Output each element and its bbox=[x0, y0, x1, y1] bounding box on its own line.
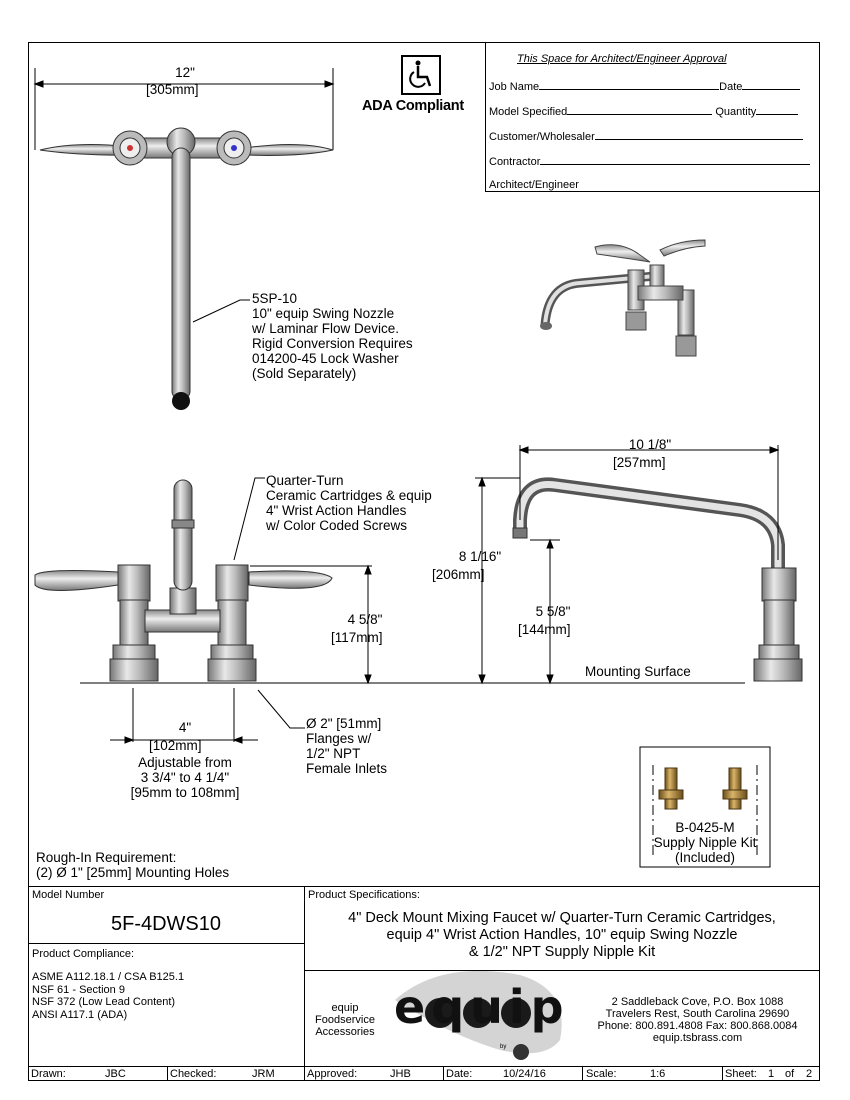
spout-height-inch: 5 5/8" bbox=[535, 604, 571, 619]
front-view-faucet bbox=[34, 479, 333, 682]
title-block-rule bbox=[28, 1066, 820, 1067]
iso-view-faucet bbox=[540, 239, 706, 357]
tb-div-4 bbox=[722, 1066, 723, 1081]
model-number-value: 5F-4DWS10 bbox=[110, 913, 222, 935]
tb-div-2 bbox=[443, 1066, 444, 1081]
info-col-divider bbox=[304, 886, 305, 1081]
drawing-frame bbox=[28, 42, 820, 1081]
sheet-label: Sheet: bbox=[725, 1068, 757, 1080]
compliance-label: Product Compliance: bbox=[32, 948, 135, 960]
side-view-faucet bbox=[512, 477, 803, 682]
total-height-inch: 8 1/16" bbox=[458, 549, 502, 564]
nozzle-leader bbox=[192, 299, 250, 323]
approval-field-architect[interactable]: Architect/Engineer bbox=[489, 179, 579, 191]
rough-in-note: Rough-In Requirement:(2) Ø 1" [25mm] Mou… bbox=[36, 850, 230, 880]
approval-field-model[interactable]: Model Specified Quantity bbox=[489, 104, 799, 118]
quantity-label: Quantity bbox=[715, 106, 757, 118]
top-view-dimension bbox=[33, 68, 335, 150]
checked-label: Checked: bbox=[170, 1068, 217, 1080]
approval-field-job[interactable]: Job Name Date bbox=[489, 79, 801, 93]
date-label: Date bbox=[719, 81, 743, 93]
customer-label: Customer/Wholesaler bbox=[489, 131, 595, 143]
date-value: 10/24/16 bbox=[503, 1068, 546, 1080]
approved-label: Approved: bbox=[307, 1068, 358, 1080]
drawn-value: JBC bbox=[105, 1068, 126, 1080]
tb-div-1 bbox=[167, 1066, 168, 1081]
top-width-mm: [305mm] bbox=[146, 82, 199, 97]
sheet-total: 2 bbox=[806, 1068, 813, 1080]
architect-label: Architect/Engineer bbox=[489, 179, 579, 191]
total-height-mm: [206mm] bbox=[432, 567, 485, 582]
nipple-kit-box bbox=[639, 746, 771, 868]
side-view-dimensions bbox=[475, 445, 780, 685]
drawn-label: Drawn: bbox=[31, 1068, 66, 1080]
scale-value: 1:6 bbox=[650, 1068, 666, 1080]
reach-mm: [257mm] bbox=[613, 455, 666, 470]
approval-field-contractor[interactable]: Contractor bbox=[489, 154, 811, 168]
approval-field-customer[interactable]: Customer/Wholesaler bbox=[489, 129, 803, 143]
model-rule bbox=[28, 943, 304, 944]
job-name-label: Job Name bbox=[489, 81, 540, 93]
front-height-mm: [117mm] bbox=[331, 630, 383, 645]
mounting-surface-label: Mounting Surface bbox=[585, 664, 691, 679]
reach-inch: 10 1/8" bbox=[628, 437, 672, 452]
sheet-value: 1 bbox=[768, 1068, 775, 1080]
front-view-dimensions bbox=[80, 477, 480, 744]
contractor-label: Contractor bbox=[489, 156, 541, 168]
spout-height-mm: [144mm] bbox=[518, 622, 571, 637]
model-number-label: Model Number bbox=[32, 889, 105, 901]
top-view-faucet bbox=[39, 127, 334, 410]
approved-value: JHB bbox=[390, 1068, 411, 1080]
tb-div-3 bbox=[582, 1066, 583, 1081]
info-top-rule bbox=[28, 886, 820, 887]
centers-inch: 4" bbox=[178, 720, 192, 735]
date-label-footer: Date: bbox=[446, 1068, 473, 1080]
equip-logo-text: equip bbox=[394, 980, 570, 1034]
specs-label: Product Specifications: bbox=[308, 889, 420, 901]
checked-value: JRM bbox=[252, 1068, 275, 1080]
specs-rule bbox=[304, 970, 820, 971]
specs-text: 4" Deck Mount Mixing Faucet w/ Quarter-T… bbox=[348, 910, 776, 960]
front-height-inch: 4 5/8" bbox=[347, 612, 383, 627]
approval-box bbox=[485, 42, 820, 192]
top-width-inch: 12" bbox=[175, 65, 195, 80]
scale-label: Scale: bbox=[586, 1068, 617, 1080]
approval-title: This Space for Architect/Engineer Approv… bbox=[517, 53, 727, 65]
ada-label: ADA Compliant bbox=[362, 98, 464, 114]
equip-logo bbox=[395, 970, 562, 1060]
wheelchair-icon bbox=[401, 55, 441, 95]
logo-by-text: by bbox=[500, 1044, 507, 1050]
model-specified-label: Model Specified bbox=[489, 106, 568, 118]
centers-mm: [102mm] bbox=[149, 738, 202, 753]
sheet-of-label: of bbox=[785, 1068, 795, 1080]
